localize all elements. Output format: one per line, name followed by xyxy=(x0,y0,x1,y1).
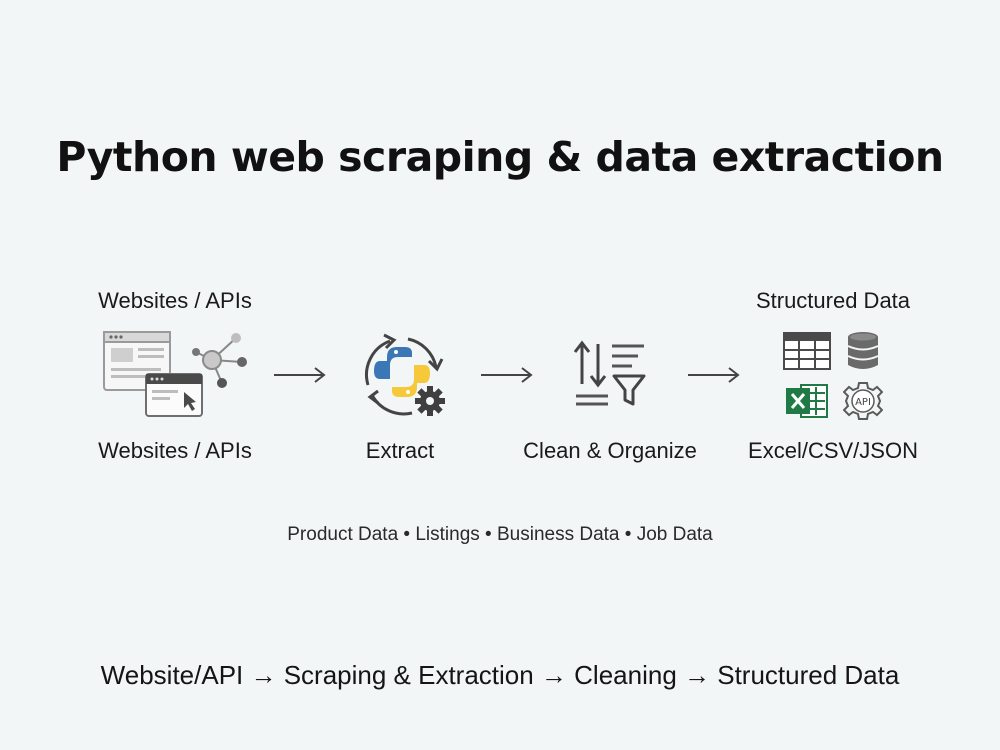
table-icon xyxy=(783,332,831,375)
arrow-icon xyxy=(687,366,741,389)
websites-label: Websites / APIs xyxy=(98,438,252,463)
extract-label: Extract xyxy=(365,438,435,463)
arrow-icon xyxy=(273,366,327,389)
sort-filter-icon xyxy=(572,338,652,415)
websites-top-label: Websites / APIs xyxy=(98,288,252,313)
arrow-icon xyxy=(480,366,534,389)
api-gear-icon: API xyxy=(842,381,884,426)
website-network-icon xyxy=(100,328,250,425)
page-title: Python web scraping & data extraction xyxy=(56,133,944,181)
svg-text:API: API xyxy=(855,397,871,408)
database-icon xyxy=(845,331,881,376)
python-extract-icon xyxy=(354,331,450,426)
excel-icon xyxy=(785,382,829,425)
structured-data-top-label: Structured Data xyxy=(755,288,911,313)
pipeline-summary: Website/API → Scraping & Extraction → Cl… xyxy=(100,660,900,690)
clean-organize-label: Clean & Organize xyxy=(523,438,697,463)
data-types-tags: Product Data • Listings • Business Data … xyxy=(287,524,713,545)
excel-csv-json-label: Excel/CSV/JSON xyxy=(748,438,918,463)
